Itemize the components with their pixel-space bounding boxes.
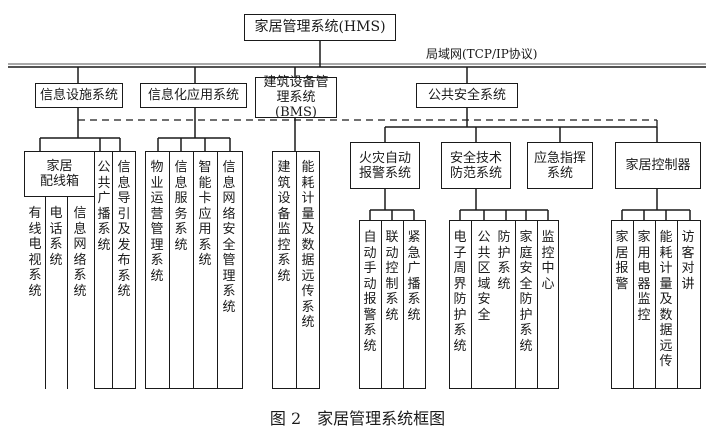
appliance-monitor-label: 家用电器监控 <box>637 230 651 323</box>
fire-alarm-label: 火灾自动 报警系统 <box>358 150 411 181</box>
info-app-label: 信息化应用系统 <box>147 88 239 103</box>
divider <box>94 151 95 389</box>
divider <box>193 151 194 389</box>
perimeter-label: 电子周界防护系统 <box>453 230 467 354</box>
home-controller-node: 家居控制器 <box>615 142 701 189</box>
info-app-group <box>145 151 243 389</box>
public-area-label: 公共区域安全 <box>477 230 491 323</box>
figure-caption: 图 2 家居管理系统框图 <box>269 409 446 428</box>
divider <box>515 220 516 389</box>
divider <box>381 220 382 389</box>
public-safety-label: 公共安全系统 <box>427 88 506 103</box>
public-safety-node: 公共安全系统 <box>416 83 518 108</box>
divider <box>217 151 218 389</box>
intercom-label: 访客对讲 <box>681 230 695 292</box>
divider <box>677 220 678 389</box>
divider <box>169 151 170 389</box>
protection-label: 防护系统 <box>497 230 511 292</box>
auto-manual-label: 自动手动报警系统 <box>363 230 377 354</box>
broadcast-label: 公共广播系统 <box>97 160 111 253</box>
emergency-label: 应急指挥 系统 <box>533 150 586 181</box>
tech-defense-label: 安全技术 防范系统 <box>449 150 502 181</box>
property-ops-label: 物业运营管理系统 <box>150 160 164 284</box>
info-facility-node: 信息设施系统 <box>35 83 123 108</box>
info-guide-label: 信息导引及发布系统 <box>117 160 131 299</box>
net-security-label: 信息网络安全管理系统 <box>222 160 236 315</box>
telephone-label: 电话系统 <box>49 206 63 268</box>
home-alarm-label: 家居报警 <box>615 230 629 292</box>
divider <box>67 196 68 389</box>
tech-defense-node: 安全技术 防范系统 <box>441 142 511 189</box>
lan-label: 局域网(TCP/IP协议) <box>426 47 538 61</box>
fire-alarm-node: 火灾自动 报警系统 <box>350 142 420 189</box>
hms-root-node: 家居管理系统(HMS) <box>244 14 396 41</box>
equip-monitor-label: 建筑设备监控系统 <box>277 160 291 284</box>
divider <box>296 151 297 389</box>
cable-tv-label: 有线电视系统 <box>28 206 42 299</box>
defense-group <box>449 220 559 389</box>
distribution-box-label: 家居 配线箱 <box>39 159 79 189</box>
controller-group <box>611 220 701 389</box>
divider <box>112 151 113 389</box>
energy-remote-label: 能耗计量及数据远传 <box>659 230 673 369</box>
home-controller-label: 家居控制器 <box>625 158 691 173</box>
divider <box>45 196 46 389</box>
energy-metering-label: 能耗计量及数据远传系统 <box>301 160 315 330</box>
divider <box>633 220 634 389</box>
divider <box>537 220 538 389</box>
bms-label: 建筑设备管 理系统(BMS) <box>263 75 329 120</box>
info-facility-label: 信息设施系统 <box>39 88 118 103</box>
smart-card-label: 智能卡应用系统 <box>198 160 212 268</box>
linkage-label: 联动控制系统 <box>385 230 399 323</box>
bms-node: 建筑设备管 理系统(BMS) <box>255 75 337 120</box>
fire-group <box>359 220 426 389</box>
distribution-box-sub <box>24 196 94 389</box>
info-network-label: 信息网络系统 <box>73 206 87 299</box>
emergency-node: 应急指挥 系统 <box>527 142 593 189</box>
divider <box>655 220 656 389</box>
divider <box>403 220 404 389</box>
distribution-box-node: 家居 配线箱 <box>24 151 94 197</box>
hms-root-label: 家居管理系统(HMS) <box>254 19 386 35</box>
home-security-label: 家庭安全防护系统 <box>519 230 533 354</box>
info-service-label: 信息服务系统 <box>174 160 188 253</box>
divider <box>471 220 472 389</box>
monitor-center-label: 监控中心 <box>541 230 555 292</box>
info-app-node: 信息化应用系统 <box>140 83 247 108</box>
emergency-broadcast-label: 紧急广播系统 <box>407 230 421 323</box>
